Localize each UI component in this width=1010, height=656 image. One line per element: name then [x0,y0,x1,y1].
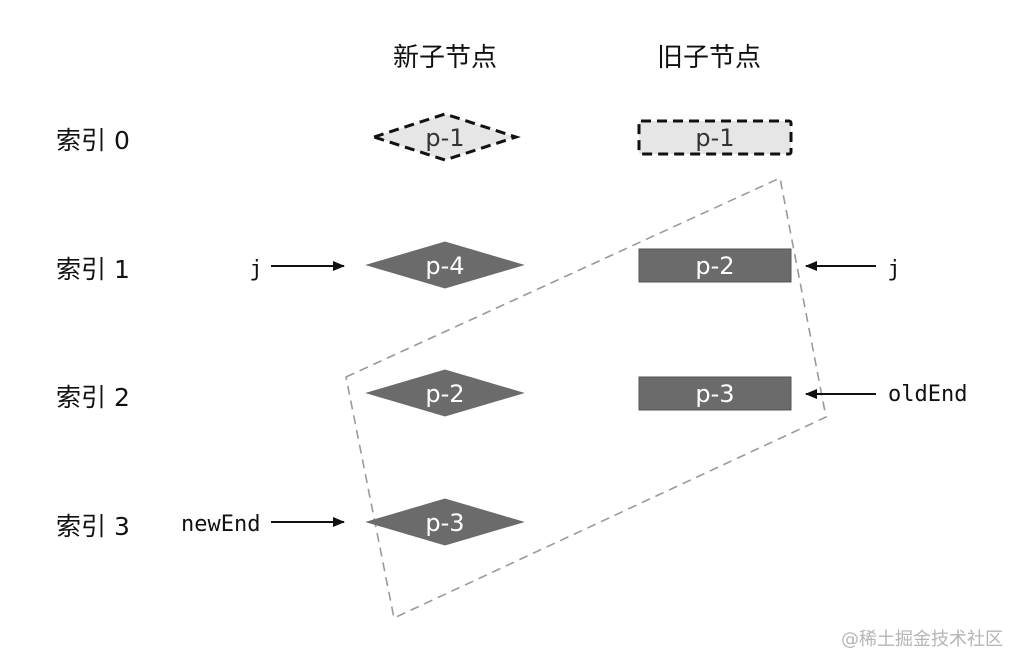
old-node-1 [638,248,792,283]
unprocessed-region [345,176,827,620]
row-label-index-1: 索引 1 [56,255,130,284]
header-old-children: 旧子节点 [657,43,761,73]
watermark: @稀土掘金技术社区 [841,629,1003,650]
row-label-index-3: 索引 3 [56,512,130,541]
new-node-3-label: p-3 [425,509,464,537]
new-node-1-label: p-4 [425,252,464,280]
pointer-new-end-label: newEnd [181,512,260,537]
old-node-2 [638,376,792,411]
old-node-2-label: p-3 [695,380,734,408]
new-node-3 [365,498,525,546]
new-node-2-label: p-2 [425,380,464,408]
header-new-children: 新子节点 [393,43,497,73]
new-node-0 [369,112,521,162]
old-node-0 [637,119,793,156]
pointer-old-end-label: oldEnd [888,382,967,407]
row-label-index-2: 索引 2 [56,383,130,412]
old-node-1-label: p-2 [695,252,734,280]
new-node-0-label: p-1 [425,124,464,152]
pointer-old-j-label: j [887,257,900,282]
pointer-new-j-label: j [249,257,262,282]
old-node-0-label: p-1 [695,124,734,152]
row-label-index-0: 索引 0 [56,126,130,155]
new-node-2 [365,369,525,417]
new-node-1 [365,241,525,289]
